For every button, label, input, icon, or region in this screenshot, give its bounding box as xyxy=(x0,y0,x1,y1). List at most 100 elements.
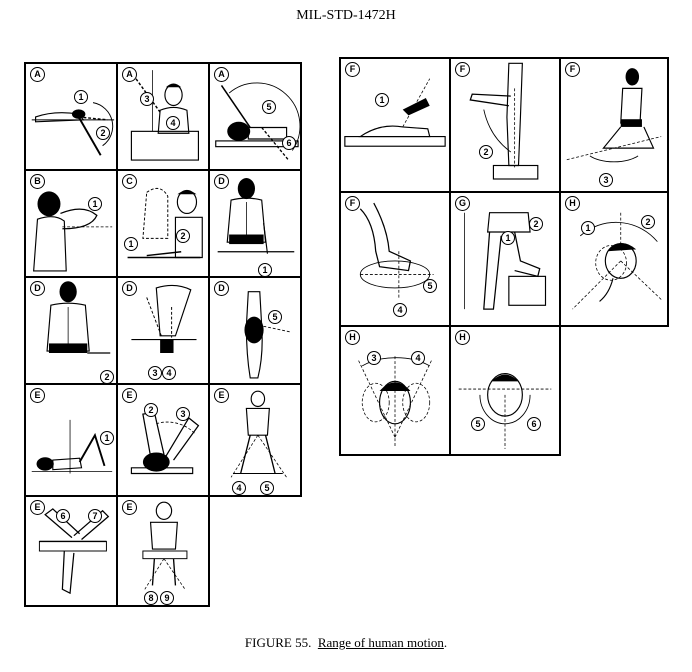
panel-letter: E xyxy=(214,388,229,403)
ankle-flexion-seated-illustration xyxy=(344,78,446,147)
panel-e3: E 4 5 xyxy=(208,383,302,497)
panel-h2: H 3 4 xyxy=(339,325,451,456)
measure-number: 1 xyxy=(581,221,595,235)
panel-e1: E 1 xyxy=(24,383,118,497)
panel-h1: H 1 2 xyxy=(559,191,669,327)
panel-d3: D 3 4 xyxy=(116,276,210,385)
panel-letter: F xyxy=(345,196,360,211)
panel-f2: F 2 xyxy=(449,57,561,193)
hip-abduction-standing-illustration xyxy=(230,390,287,478)
panel-letter: F xyxy=(565,62,580,77)
measure-number: 8 xyxy=(144,591,158,605)
panel-d1: D 1 xyxy=(208,169,302,278)
wrist-movement-back-illustration xyxy=(46,281,111,354)
panel-b1: B 1 xyxy=(24,169,118,278)
measure-number: 1 xyxy=(375,93,389,107)
panel-a2: A 3 4 xyxy=(116,62,210,171)
measure-number: 5 xyxy=(471,417,485,431)
figure-caption: FIGURE 55. Range of human motion. xyxy=(0,635,692,651)
panel-letter: F xyxy=(455,62,470,77)
measure-number: 7 xyxy=(88,509,102,523)
hip-rotation-seated-illustration xyxy=(142,501,188,590)
panel-letter: A xyxy=(30,67,45,82)
measure-number: 5 xyxy=(260,481,274,495)
measure-number: 1 xyxy=(88,197,102,211)
leg-raise-supine-illustration xyxy=(130,411,200,475)
panel-letter: F xyxy=(345,62,360,77)
panel-letter: E xyxy=(122,500,137,515)
panel-letter: A xyxy=(214,67,229,82)
measure-number: 2 xyxy=(96,126,110,140)
panel-d4: D 5 xyxy=(208,276,302,385)
panel-letter: H xyxy=(565,196,580,211)
measure-number: 2 xyxy=(176,229,190,243)
panel-d2: D 2 xyxy=(24,276,118,385)
measure-number: 2 xyxy=(144,403,158,417)
shoulder-extension-seated-illustration xyxy=(130,70,199,161)
knee-flexion-seated-illustration xyxy=(38,508,110,595)
measure-number: 2 xyxy=(479,145,493,159)
measure-number: 1 xyxy=(100,431,114,445)
panel-letter: B xyxy=(30,174,45,189)
measure-number: 5 xyxy=(268,310,282,324)
knee-flexion-standing-illustration xyxy=(464,212,547,310)
panel-letter: A xyxy=(122,67,137,82)
panel-a3: A 5 6 xyxy=(208,62,302,171)
hip-extension-standing-illustration xyxy=(469,62,539,180)
shoulder-abduction-illustration xyxy=(33,191,113,272)
elbow-flexion-illustration xyxy=(127,187,203,259)
measure-number: 4 xyxy=(166,116,180,130)
shoulder-flexion-lying-illustration xyxy=(31,102,115,156)
page-header: MIL-STD-1472H xyxy=(296,8,396,23)
panel-a1: A 1 2 xyxy=(24,62,118,171)
measure-number: 4 xyxy=(411,351,425,365)
measure-number: 3 xyxy=(176,407,190,421)
measure-number: 3 xyxy=(148,366,162,380)
panel-letter: E xyxy=(30,500,45,515)
panel-letter: G xyxy=(455,196,470,211)
panel-letter: E xyxy=(122,388,137,403)
panel-letter: E xyxy=(30,388,45,403)
panel-letter: D xyxy=(122,281,137,296)
panel-h3: H 5 6 xyxy=(449,325,561,456)
figure-title: Range of human motion xyxy=(317,635,444,650)
panel-letter: D xyxy=(30,281,45,296)
panel-e2: E 2 3 xyxy=(116,383,210,497)
measure-number: 4 xyxy=(232,481,246,495)
measure-number: 1 xyxy=(74,90,88,104)
measure-number: 5 xyxy=(423,279,437,293)
forearm-rotation-back-illustration xyxy=(217,178,295,254)
measure-number: 2 xyxy=(100,370,114,383)
panel-f3: F 3 xyxy=(559,57,669,193)
measure-number: 4 xyxy=(393,303,407,317)
measure-number: 3 xyxy=(599,173,613,187)
measure-number: 3 xyxy=(367,351,381,365)
measure-number: 2 xyxy=(641,215,655,229)
measure-number: 6 xyxy=(282,136,296,150)
measure-number: 1 xyxy=(501,231,515,245)
neck-flexion-side-illustration xyxy=(572,212,662,310)
neck-rotation-front-illustration xyxy=(358,356,432,447)
panel-e4: E 6 7 xyxy=(24,495,118,607)
measure-number: 3 xyxy=(140,92,154,106)
measure-number: 6 xyxy=(56,509,70,523)
panel-letter: C xyxy=(122,174,137,189)
panel-c1: C 1 2 xyxy=(116,169,210,278)
hip-flexion-supine-illustration xyxy=(31,419,113,474)
measure-number: 9 xyxy=(160,591,174,605)
hip-flexion-standing-illustration xyxy=(244,291,291,379)
panel-letter: D xyxy=(214,174,229,189)
measure-number: 1 xyxy=(124,237,138,251)
measure-number: 2 xyxy=(529,217,543,231)
ankle-rotation-illustration xyxy=(359,202,434,300)
panel-f4: F 5 4 xyxy=(339,191,451,327)
measure-number: 4 xyxy=(162,366,176,380)
panel-letter: H xyxy=(455,330,470,345)
measure-number: 5 xyxy=(262,100,276,114)
neck-rotation-top-illustration xyxy=(458,373,552,449)
figure-title-end: . xyxy=(443,635,448,650)
measure-number: 6 xyxy=(527,417,541,431)
panel-g1: G 1 2 xyxy=(449,191,561,327)
measure-number: 1 xyxy=(258,263,272,276)
panel-letter: D xyxy=(214,281,229,296)
